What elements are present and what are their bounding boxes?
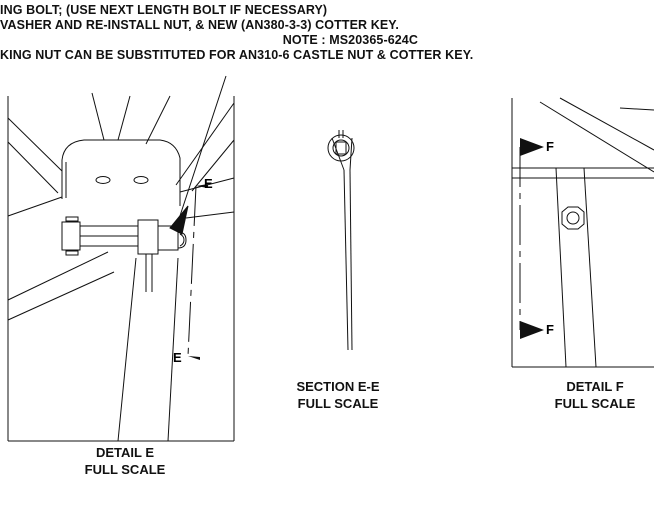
note-line-4: KING NUT CAN BE SUBSTITUTED FOR AN310-6 … bbox=[0, 48, 474, 62]
detail-f-title: DETAIL F bbox=[566, 379, 624, 394]
detail-f-caption: DETAIL F FULL SCALE bbox=[540, 378, 650, 412]
detail-e-view bbox=[7, 75, 235, 442]
detail-e-caption: DETAIL E FULL SCALE bbox=[70, 444, 180, 478]
section-ee-title: SECTION E-E bbox=[296, 379, 380, 394]
marker-f-bottom: F bbox=[546, 322, 554, 337]
note-line-1: ING BOLT; (USE NEXT LENGTH BOLT IF NECES… bbox=[0, 3, 328, 17]
note-line-3: NOTE : MS20365-624C bbox=[282, 33, 418, 47]
section-arrow-e-top bbox=[196, 184, 208, 188]
section-ee-scale: FULL SCALE bbox=[297, 396, 379, 411]
detail-e-title: DETAIL E bbox=[95, 445, 155, 460]
section-ee-view bbox=[327, 130, 355, 351]
section-arrow-f-top bbox=[520, 138, 544, 156]
section-arrow-f-bottom bbox=[520, 321, 544, 339]
detail-f-scale: FULL SCALE bbox=[554, 396, 636, 411]
marker-e-top: E bbox=[204, 176, 213, 191]
section-ee-caption: SECTION E-E FULL SCALE bbox=[283, 378, 393, 412]
detail-f-view bbox=[511, 97, 654, 368]
marker-f-top: F bbox=[546, 139, 554, 154]
note-line-2: VASHER AND RE-INSTALL NUT, & NEW (AN380-… bbox=[0, 18, 399, 32]
detail-e-scale: FULL SCALE bbox=[84, 462, 166, 477]
marker-e-bottom: E bbox=[173, 350, 182, 365]
section-arrow-e-bottom bbox=[188, 356, 200, 360]
